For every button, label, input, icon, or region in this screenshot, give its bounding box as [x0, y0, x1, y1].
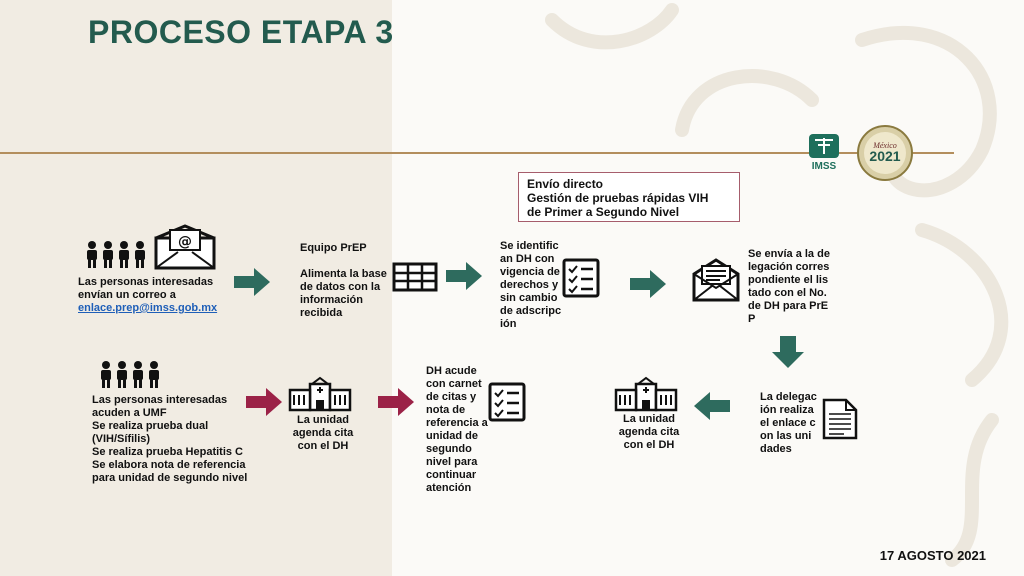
- checklist-icon-1: [562, 258, 600, 298]
- imss-eagle-icon: IMSS: [809, 134, 839, 172]
- people-email-step: Las personas interesadas envían un corre…: [78, 276, 248, 315]
- direct-send-box: Envío directo Gestión de pruebas rápidas…: [518, 172, 740, 222]
- mexico-2021-logo: México 2021: [856, 124, 914, 182]
- people-email-text: Las personas interesadas envían un corre…: [78, 276, 214, 301]
- date-label: 17 AGOSTO 2021: [879, 548, 986, 563]
- svg-text:@: @: [178, 234, 192, 250]
- dh-attends-text: DH acude con carnet de citas y nota de r…: [426, 365, 488, 494]
- box-line-1: Envío directo: [527, 177, 604, 191]
- background-pattern: [545, 3, 1009, 567]
- arrow-right-green-3: [630, 270, 666, 298]
- imss-logo: IMSS: [806, 132, 842, 172]
- arrow-left-green: [694, 392, 730, 420]
- umf-step-4: Se elabora nota de referencia para unida…: [92, 459, 248, 484]
- umf-step-3: Se realiza prueba Hepatitis C: [92, 446, 243, 458]
- envelope-letter-icon: [692, 258, 740, 302]
- box-line-2: Gestión de pruebas rápidas VIH: [527, 191, 709, 205]
- checklist-icon-2: [488, 382, 526, 422]
- unit-schedule-text-1: La unidad agenda cita con el DH: [292, 414, 354, 452]
- prep-team-title: Equipo PrEP: [300, 242, 367, 254]
- imss-logo-text: IMSS: [812, 161, 837, 172]
- arrow-right-green-2: [446, 262, 482, 290]
- document-icon: [822, 398, 858, 440]
- mexico-2021-emblem-icon: México 2021: [857, 125, 913, 181]
- arrow-right-red-2: [378, 388, 414, 416]
- mexico-logo-word: México: [872, 141, 897, 150]
- prep-team-step: Equipo PrEP Alimenta la base de datos co…: [300, 242, 390, 320]
- mexico-logo-year: 2021: [869, 148, 900, 164]
- email-envelope-icon: @: [154, 224, 216, 270]
- delegation-link-text: La delegación realiza el enlace con las …: [760, 391, 817, 455]
- page-title: PROCESO ETAPA 3: [88, 14, 394, 50]
- people-group-icon-2: [98, 360, 164, 390]
- gold-divider-line: [0, 152, 954, 154]
- hospital-building-icon-2: [614, 376, 678, 412]
- arrow-right-red-1: [246, 388, 282, 416]
- database-table-icon: [392, 262, 438, 292]
- left-beige-panel: [0, 0, 392, 576]
- identify-step-text: Se identifican DH con vigencia de derech…: [500, 240, 562, 330]
- prep-team-text: Alimenta la base de datos con la informa…: [300, 268, 387, 319]
- arrow-down-green: [772, 336, 804, 368]
- umf-step-1: Las personas interesadas acuden a UMF: [92, 394, 228, 419]
- umf-step-2: Se realiza prueba dual (VIH/Sífilis): [92, 420, 209, 445]
- arrow-right-green-1: [234, 268, 270, 296]
- hospital-building-icon-1: [288, 376, 352, 412]
- unit-schedule-text-2: La unidad agenda cita con el DH: [618, 413, 680, 451]
- people-group-icon-1: [84, 240, 150, 270]
- send-delegation-text: Se envía a la delegación correspondiente…: [748, 248, 830, 325]
- email-link[interactable]: enlace.prep@imss.gob.mx: [78, 302, 218, 314]
- umf-steps: Las personas interesadas acuden a UMF Se…: [92, 394, 250, 485]
- box-line-3: de Primer a Segundo Nivel: [527, 205, 680, 219]
